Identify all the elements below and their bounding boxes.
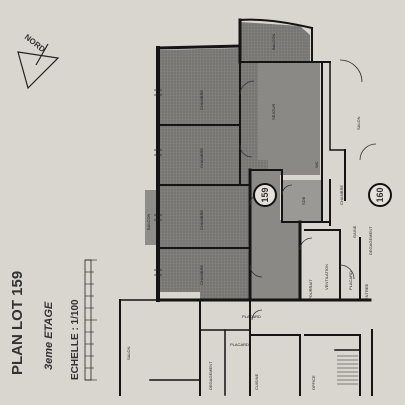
room-label: PLACARD [348,271,353,290]
room-label: DEGAGEMENT [208,361,213,390]
room-label: SEJOUR [271,104,276,120]
room-label: OFFICE [311,375,316,390]
room-label: SALON [126,346,131,360]
top-wing-shaded [240,22,310,62]
room-label: VENTILATION [324,264,329,290]
plan-title: PLAN LOT 159 [9,271,26,375]
door-swings [239,59,377,321]
scale-label: ECHELLE : 1/100 [70,299,81,380]
room-label: GAINE [352,225,357,238]
room-label: CHAMBRE [199,148,204,168]
floor-label: 3eme ETAGE [43,301,55,370]
room-label: CUISINE [254,373,259,390]
room-label: WC [314,161,319,168]
room-label: PLACARD [230,342,249,347]
room-label: BALCON [271,33,276,50]
room-label: BALCON [146,213,151,230]
lot-number-160: 160 [375,187,385,202]
north-arrow-icon [17,51,60,90]
room-label: ENTREE [364,283,369,300]
room-label: CHAMBRE [199,90,204,110]
room-labels: CHAMBRE CHAMBRE CHAMBRE CHAMBRE SEJOUR B… [126,33,373,390]
room-label: POURRAIT [308,279,313,300]
lot-number-159: 159 [260,187,270,202]
room-label: PLACARD [242,314,261,319]
lot-marker-160: 160 [368,183,392,207]
staircase [337,355,358,385]
right-small-room-shaded [283,180,323,222]
room-label: CHAMBRE [199,210,204,230]
room-label: DEGAGEMENT [368,226,373,255]
room-label: CHAMBRE [339,185,344,205]
room-label: SDB [301,196,306,205]
scale-bar [84,259,97,381]
room-label: SALON [356,116,361,130]
window-marks [154,89,162,276]
walls [119,18,373,396]
lot-marker-159: 159 [253,183,277,207]
room-label: CHAMBRE [199,265,204,285]
hall-shaded [248,62,320,300]
